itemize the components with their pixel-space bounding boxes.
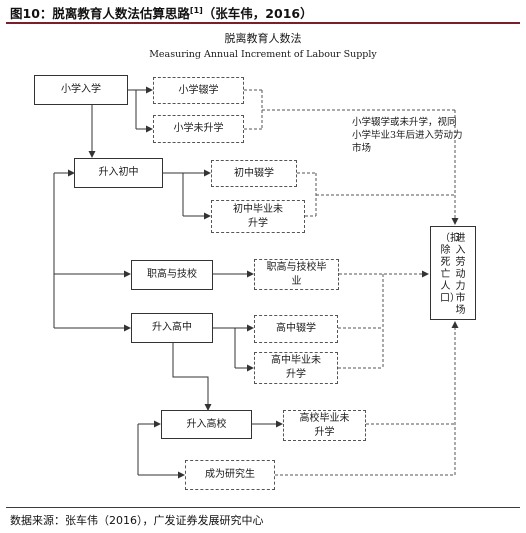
node-junior-dropout: 初中辍学: [211, 160, 297, 187]
top-rule: [6, 22, 520, 24]
node-junior-nopromote: 初中毕业未升学: [211, 200, 305, 233]
node-vocational-grad: 职高与技校毕业: [254, 259, 339, 290]
node-college-grad: 高校毕业未升学: [283, 410, 366, 441]
labor-market-note: （扣除死亡人口）: [440, 233, 460, 304]
node-primary-nopromote: 小学未升学: [153, 115, 244, 143]
figure-reference: [1]: [189, 5, 203, 15]
node-senior-dropout: 高中辍学: [254, 315, 338, 343]
node-vocational: 职高与技校: [131, 260, 213, 290]
labor-market-main: 进入劳动力市场: [455, 233, 466, 316]
note-primary: 小学辍学或未升学，视同小学毕业3年后进入劳动力市场: [352, 117, 463, 154]
node-labor-market: 进入劳动力市场 （扣除死亡人口）: [430, 226, 476, 320]
node-junior-enroll: 升入初中: [74, 158, 163, 188]
node-primary-enroll: 小学入学: [34, 75, 128, 105]
figure-title-text: 图10：脱离教育人数法估算思路: [10, 6, 190, 21]
node-primary-dropout: 小学辍学: [153, 77, 244, 104]
figure-title: 图10：脱离教育人数法估算思路[1]（张车伟，2016）: [10, 3, 313, 22]
node-college-enroll: 升入高校: [161, 410, 252, 439]
node-senior-nopromote: 高中毕业未升学: [254, 352, 338, 384]
node-senior-enroll: 升入高中: [131, 313, 213, 343]
node-grad-student: 成为研究生: [185, 460, 275, 490]
arrow-senior-to-college: [172, 343, 212, 411]
diagram-title: 脱离教育人数法: [224, 32, 302, 45]
diagram-subtitle: Measuring Annual Increment of Labour Sup…: [149, 49, 377, 60]
figure-title-author: （张车伟，2016）: [202, 6, 313, 21]
source-note: 数据来源：张车伟（2016），广发证券发展研究中心: [10, 514, 264, 527]
bottom-rule: [6, 507, 520, 508]
